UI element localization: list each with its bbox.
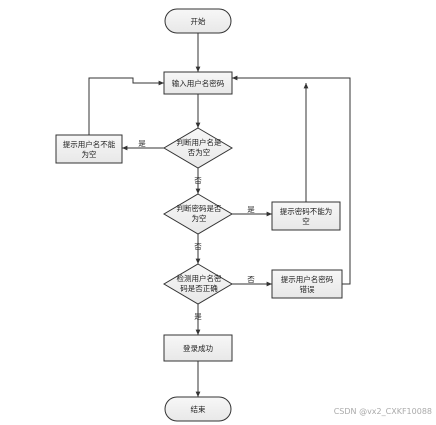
success-label: 登录成功: [183, 343, 213, 353]
end-label: 结束: [191, 404, 206, 414]
edge-label-pass-no: 否: [194, 242, 202, 251]
success-process: [163, 334, 233, 362]
check-pass-label-line2: 为空: [192, 213, 207, 223]
pass-empty-label-line2: 空: [302, 216, 310, 226]
watermark: CSDN @vx2_CXKF10088: [334, 407, 432, 416]
edge-label-match-yes: 是: [194, 312, 202, 321]
start-label: 开始: [191, 16, 206, 26]
edge-label-pass-yes: 是: [247, 205, 255, 214]
edge-label-user-no: 否: [194, 176, 202, 185]
check-match-label-line2: 码是否正确: [180, 283, 218, 293]
check-match-label-line1: 检测用户名密: [177, 273, 222, 283]
edge-label-user-yes: 是: [138, 139, 146, 148]
wrong-label-line2: 错误: [300, 284, 315, 294]
user-empty-label-line1: 提示用户名不能: [63, 139, 116, 149]
edge-userempty-input: [88, 77, 164, 135]
user-empty-label-line2: 为空: [82, 149, 97, 159]
input-label: 输入用户名密码: [172, 78, 225, 88]
check-pass-label-line1: 判断密码是否: [177, 203, 222, 213]
edge-wrong-input: [232, 75, 351, 285]
pass-empty-label-line1: 提示密码不能为: [280, 206, 333, 216]
check-user-label-line1: 判断用户名是: [177, 137, 222, 147]
wrong-label-line1: 提示用户名密码: [281, 274, 334, 284]
edge-label-match-no: 否: [247, 275, 255, 284]
pass-empty-process: [271, 201, 341, 231]
check-user-label-line2: 否为空: [188, 147, 211, 157]
